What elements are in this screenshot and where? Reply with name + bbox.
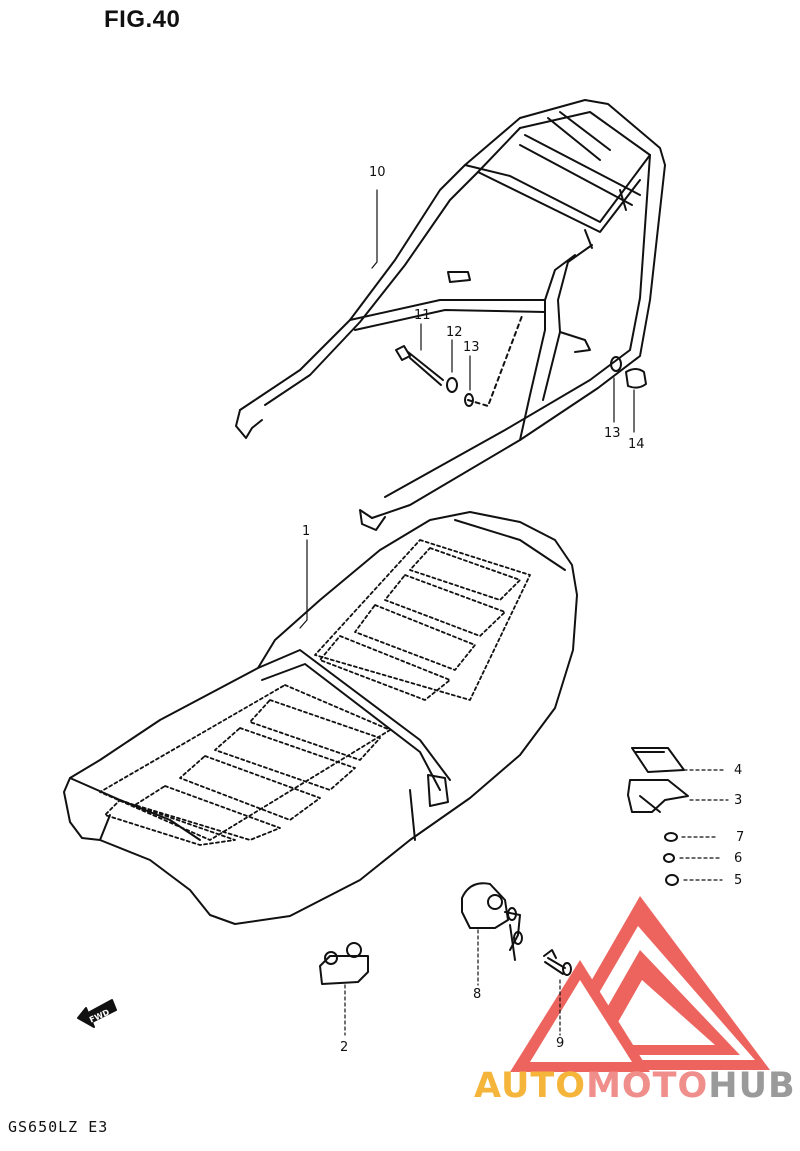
- callout-6: 6: [734, 851, 743, 866]
- seat-brackets: [627, 747, 729, 813]
- callout-5: 5: [734, 873, 743, 888]
- callout-13-left: 13: [463, 340, 480, 355]
- model-code: GS650LZ E3: [8, 1118, 109, 1136]
- callout-10: 10: [369, 165, 386, 180]
- callout-13-right: 13: [604, 426, 621, 441]
- watermark-logo-icon: [510, 896, 770, 1072]
- callout-3: 3: [734, 793, 743, 808]
- callout-7: 7: [736, 830, 745, 845]
- screw: [543, 949, 572, 1036]
- callout-2: 2: [340, 1040, 349, 1055]
- callout-9: 9: [556, 1036, 565, 1051]
- figure-title: FIG.40: [104, 6, 181, 33]
- callout-8: 8: [473, 987, 482, 1002]
- luggage-carrier: [235, 99, 666, 531]
- fwd-arrow-icon: [77, 999, 117, 1028]
- small-fasteners: [663, 832, 723, 886]
- seat-lock: [461, 882, 523, 986]
- callout-1: 1: [302, 524, 311, 539]
- seat: [63, 511, 578, 925]
- callout-14: 14: [628, 437, 645, 452]
- watermark-text: AUTOMOTOHUB: [474, 1066, 796, 1106]
- callout-4: 4: [734, 763, 743, 778]
- bolt-assembly: [395, 315, 647, 407]
- seat-cushion: [319, 942, 369, 1036]
- callout-12: 12: [446, 325, 463, 340]
- leader-lines: [299, 189, 635, 629]
- callout-11: 11: [414, 308, 431, 323]
